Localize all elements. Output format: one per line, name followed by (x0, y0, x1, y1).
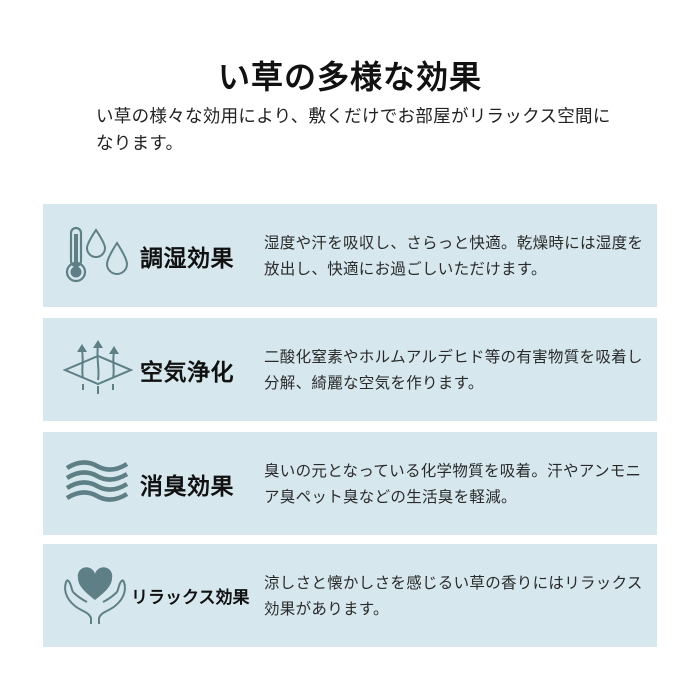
effect-card-air-purification: 空気浄化 二酸化窒素やホルムアルデヒド等の有害物質を吸着し分解、綺麗な空気を作り… (43, 318, 657, 421)
effect-description: 湿度や汗を吸収し、さらっと快適。乾燥時には湿度を放出し、快適にお過ごしいただけま… (264, 233, 644, 278)
air-purification-arrows-icon (63, 340, 133, 400)
thermometer-droplets-icon (63, 226, 133, 286)
waves-icon (63, 454, 133, 514)
effect-description: 臭いの元となっている化学物質を吸着。汗やアンモニア臭ペット臭などの生活臭を軽減。 (264, 461, 642, 506)
effect-label: リラックス効果 (131, 588, 250, 608)
effect-card-relaxation: リラックス効果 涼しさと懐かしさを感じるい草の香りにはリラックス効果があります。 (43, 544, 657, 647)
effect-description: 涼しさと懐かしさを感じるい草の香りにはリラックス効果があります。 (264, 573, 643, 618)
effect-label: 空気浄化 (140, 359, 234, 386)
effect-card-humidity: 調湿効果 湿度や汗を吸収し、さらっと快適。乾燥時には湿度を放出し、快適にお過ごし… (43, 204, 657, 307)
page-title: い草の多様な効果 (217, 58, 482, 96)
intro-text: い草の様々な効用により、敷くだけでお部屋がリラックス空間になります。 (96, 107, 611, 154)
effect-label: 消臭効果 (140, 473, 234, 500)
effect-label: 調湿効果 (140, 245, 234, 272)
effect-description: 二酸化窒素やホルムアルデヒド等の有害物質を吸着し分解、綺麗な空気を作ります。 (264, 347, 643, 392)
effect-card-deodorization: 消臭効果 臭いの元となっている化学物質を吸着。汗やアンモニア臭ペット臭などの生活… (43, 432, 657, 535)
hands-heart-icon (61, 566, 131, 626)
